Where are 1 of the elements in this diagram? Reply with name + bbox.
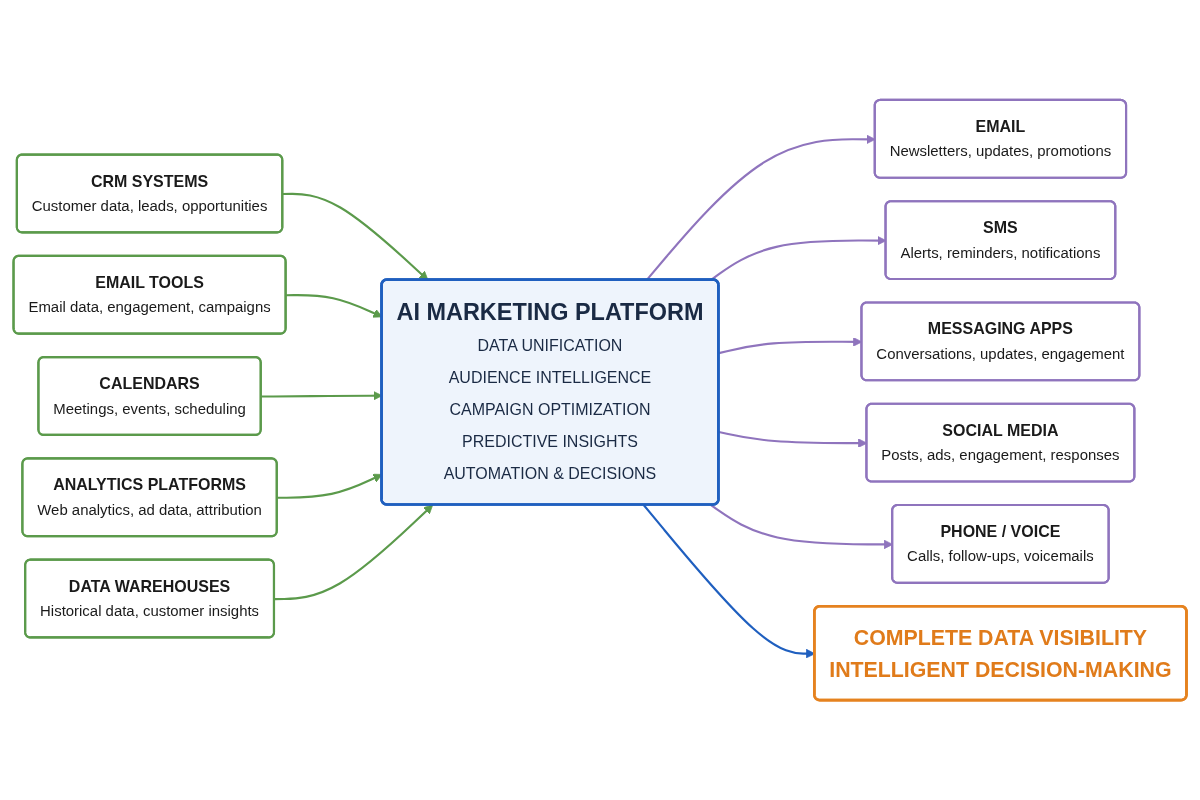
arrow <box>274 504 434 601</box>
